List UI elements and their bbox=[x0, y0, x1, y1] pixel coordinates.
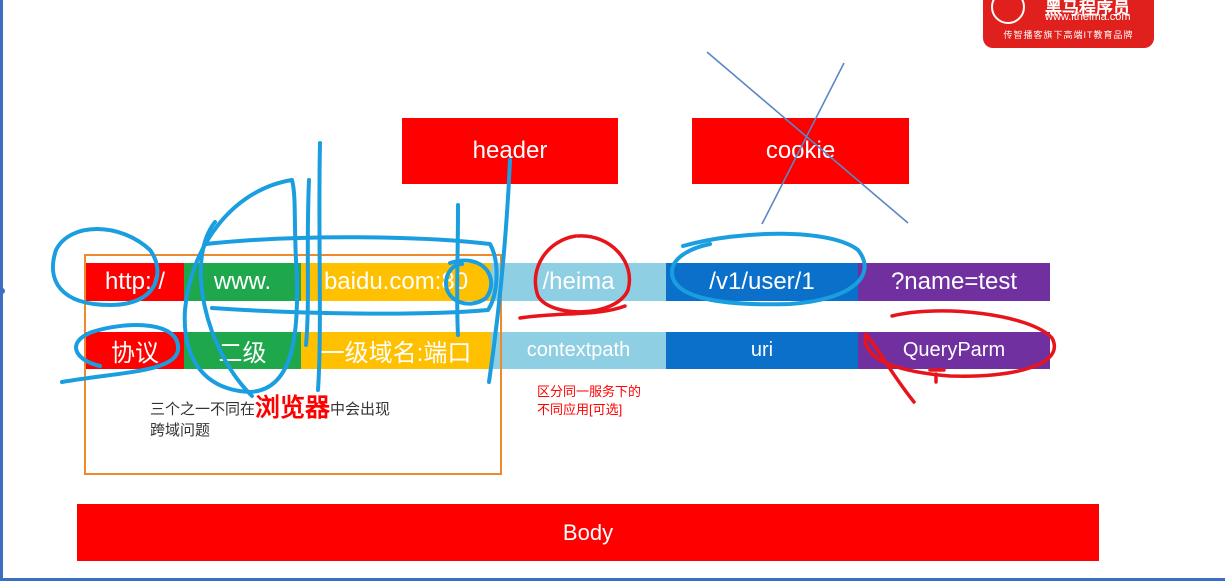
ink-circle-query bbox=[863, 309, 1056, 404]
ink-vertical-stroke bbox=[487, 158, 512, 384]
logo-slogan: 传智播客旗下高端IT教育品牌 bbox=[1003, 30, 1134, 40]
context-path-note: 区分同一服务下的 不同应用[可选] bbox=[537, 383, 687, 419]
ink-circle-protocol-label bbox=[60, 323, 181, 384]
ink-underline-context-path bbox=[518, 304, 627, 320]
context-note-line2: 不同应用[可选] bbox=[537, 402, 623, 417]
ink-loop-subdomain bbox=[198, 220, 254, 398]
label-subdomain: 二级 bbox=[184, 332, 301, 369]
slide-bottom-edge bbox=[0, 578, 1225, 581]
logo-brand-name: 黑马程序员 bbox=[1045, 0, 1130, 18]
label-context-path: contextpath bbox=[491, 332, 666, 369]
note-suffix: 中会出现 bbox=[330, 401, 391, 418]
note-emphasis: 浏览器 bbox=[255, 394, 331, 422]
url-context-path: /heima bbox=[491, 263, 666, 301]
brand-logo: 黑马程序员 www.itheima.com 传智播客旗下高端IT教育品牌 bbox=[983, 0, 1154, 48]
cross-out-stroke bbox=[761, 62, 845, 225]
context-note-line1: 区分同一服务下的 bbox=[537, 384, 642, 399]
ink-vertical-stroke bbox=[304, 178, 311, 347]
ink-circle-port bbox=[443, 258, 494, 306]
label-uri: uri bbox=[666, 332, 858, 369]
note-line2: 跨域问题 bbox=[150, 422, 211, 439]
note-prefix: 三个之一不同在 bbox=[150, 401, 256, 418]
ink-circle-uri bbox=[670, 231, 867, 307]
ink-mark-query bbox=[928, 368, 946, 384]
logo-url: www.itheima.com bbox=[1045, 11, 1131, 23]
body-box: Body bbox=[77, 504, 1099, 561]
ink-box-domain-port bbox=[204, 235, 499, 316]
label-domain-port: 一级域名:端口 bbox=[301, 332, 491, 369]
cross-out-stroke bbox=[706, 51, 909, 224]
cross-origin-note: 三个之一不同在浏览器中会出现 跨域问题 bbox=[150, 396, 470, 441]
ink-vertical-stroke bbox=[316, 141, 322, 392]
ink-vertical-stroke bbox=[455, 203, 460, 337]
ink-circle-protocol bbox=[51, 227, 160, 307]
ink-circle-context-path bbox=[533, 234, 632, 314]
slide-edge-dot bbox=[0, 288, 5, 294]
cross-origin-frame bbox=[84, 254, 502, 475]
logo-emblem-icon bbox=[991, 0, 1025, 24]
url-query: ?name=test bbox=[858, 263, 1050, 301]
